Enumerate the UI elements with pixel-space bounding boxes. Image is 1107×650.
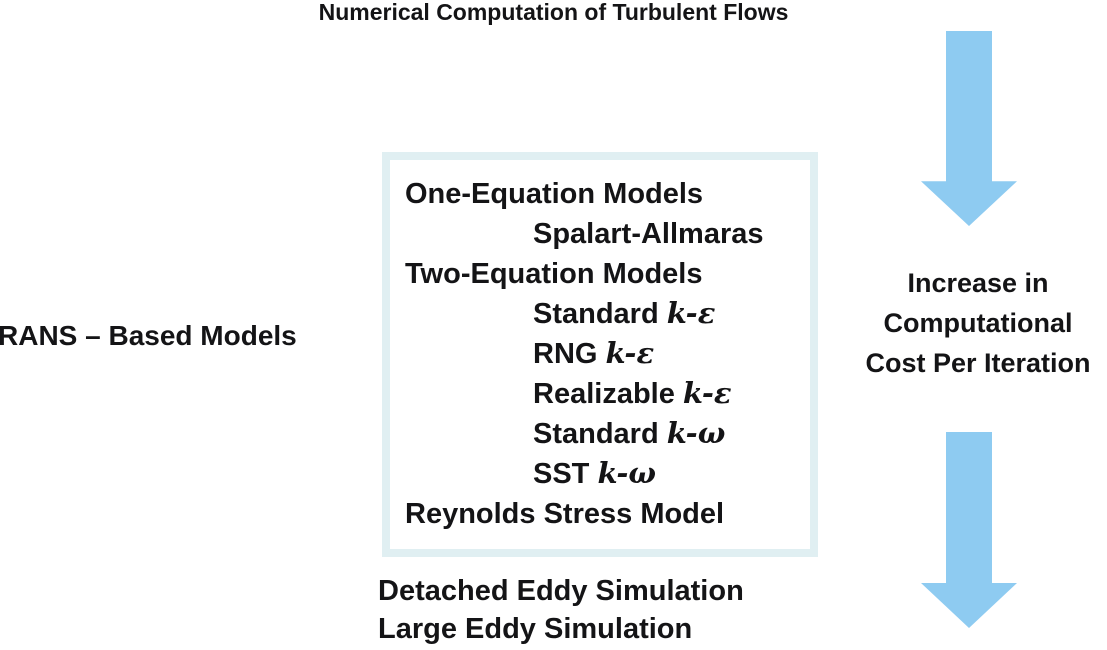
model-item-text: Reynolds Stress Model xyxy=(405,498,725,530)
computational-cost-line-1: Increase in xyxy=(907,268,1049,298)
model-list-item: One-Equation Models xyxy=(405,174,810,214)
model-item-text: Standard xyxy=(533,298,667,330)
model-item-text: One-Equation Models xyxy=(405,178,704,210)
model-list-item: Spalart-Allmaras xyxy=(405,214,810,254)
computational-cost-line-2: Computational xyxy=(883,308,1073,338)
model-item-math-symbol: k-ε xyxy=(682,376,732,410)
model-list-item: RNG k-ε xyxy=(405,334,810,374)
model-item-text: Spalart-Allmaras xyxy=(533,218,764,250)
computational-cost-label: Increase in Computational Cost Per Itera… xyxy=(847,263,1107,383)
model-list-item: Standard k-ε xyxy=(405,294,810,334)
large-eddy-simulation-label: Large Eddy Simulation xyxy=(378,613,693,645)
model-item-text: Standard xyxy=(533,418,667,450)
model-list-item: Reynolds Stress Model xyxy=(405,494,810,534)
model-list-item: SST k-ω xyxy=(405,454,810,494)
rans-based-models-label: RANS – Based Models xyxy=(0,320,297,351)
model-list-item: Realizable k-ε xyxy=(405,374,810,414)
rans-models-box: One-Equation Models Spalart-Allmaras Two… xyxy=(382,152,818,557)
detached-eddy-simulation-label: Detached Eddy Simulation xyxy=(378,575,744,607)
model-item-text: SST xyxy=(533,458,598,490)
down-arrow-icon xyxy=(921,31,1017,226)
model-list-item: Two-Equation Models xyxy=(405,254,810,294)
model-item-math-symbol: k-ε xyxy=(605,336,655,370)
model-list-item: Standard k-ω xyxy=(405,414,810,454)
model-item-text: RNG xyxy=(533,338,606,370)
scale-resolving-models-group: Detached Eddy Simulation Large Eddy Simu… xyxy=(378,572,744,648)
computational-cost-line-3: Cost Per Iteration xyxy=(865,348,1091,378)
model-item-text: Realizable xyxy=(533,378,683,410)
down-arrow-icon xyxy=(921,432,1017,628)
model-item-text: Two-Equation Models xyxy=(405,258,703,290)
model-item-math-symbol: k-ε xyxy=(666,296,716,330)
model-item-math-symbol: k-ω xyxy=(666,416,726,450)
model-item-math-symbol: k-ω xyxy=(597,456,657,490)
page-title: Numerical Computation of Turbulent Flows xyxy=(318,0,789,25)
